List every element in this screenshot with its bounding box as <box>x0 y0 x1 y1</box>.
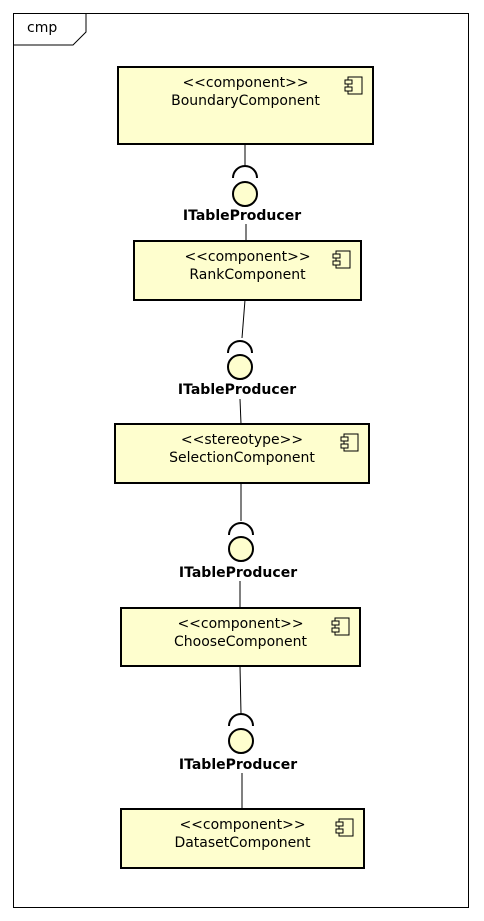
component-boundary[interactable]: <<component>> BoundaryComponent <box>117 66 374 145</box>
component-stereotype: <<component>> <box>184 249 311 265</box>
required-interface-socket <box>227 340 253 354</box>
interface-label: ITableProducer <box>178 757 298 773</box>
connector-line <box>241 299 246 339</box>
interface-circle <box>228 728 254 754</box>
component-selection[interactable]: <<stereotype>> SelectionComponent <box>114 423 370 484</box>
required-interface-socket <box>228 713 254 727</box>
component-name: RankComponent <box>189 267 306 283</box>
component-stereotype: <<stereotype>> <box>180 432 304 448</box>
component-dataset[interactable]: <<component>> DatasetComponent <box>120 808 365 869</box>
component-name: SelectionComponent <box>169 450 315 466</box>
component-stereotype: <<component>> <box>182 75 309 91</box>
component-icon <box>344 76 363 95</box>
component-icon <box>340 433 359 452</box>
component-name: DatasetComponent <box>174 835 311 851</box>
interface-label: ITableProducer <box>177 382 297 398</box>
interface-circle <box>227 354 253 380</box>
required-interface-socket <box>228 522 254 536</box>
component-name: ChooseComponent <box>174 634 307 650</box>
component-stereotype: <<component>> <box>179 817 306 833</box>
component-choose[interactable]: <<component>> ChooseComponent <box>120 607 361 667</box>
component-name: BoundaryComponent <box>171 93 320 109</box>
component-rank[interactable]: <<component>> RankComponent <box>133 240 362 301</box>
interface-circle <box>228 536 254 562</box>
component-icon <box>332 250 351 269</box>
connector-line <box>239 665 242 715</box>
connector-line <box>239 398 242 425</box>
required-interface-socket <box>232 165 258 179</box>
interface-label: ITableProducer <box>182 208 302 224</box>
frame-tab-outline <box>13 13 87 46</box>
component-icon <box>335 818 354 837</box>
diagram-frame <box>13 13 469 908</box>
frame-label: cmp <box>27 20 58 36</box>
component-icon <box>331 617 350 636</box>
interface-label: ITableProducer <box>178 565 298 581</box>
interface-circle <box>232 181 258 207</box>
component-stereotype: <<component>> <box>177 616 304 632</box>
